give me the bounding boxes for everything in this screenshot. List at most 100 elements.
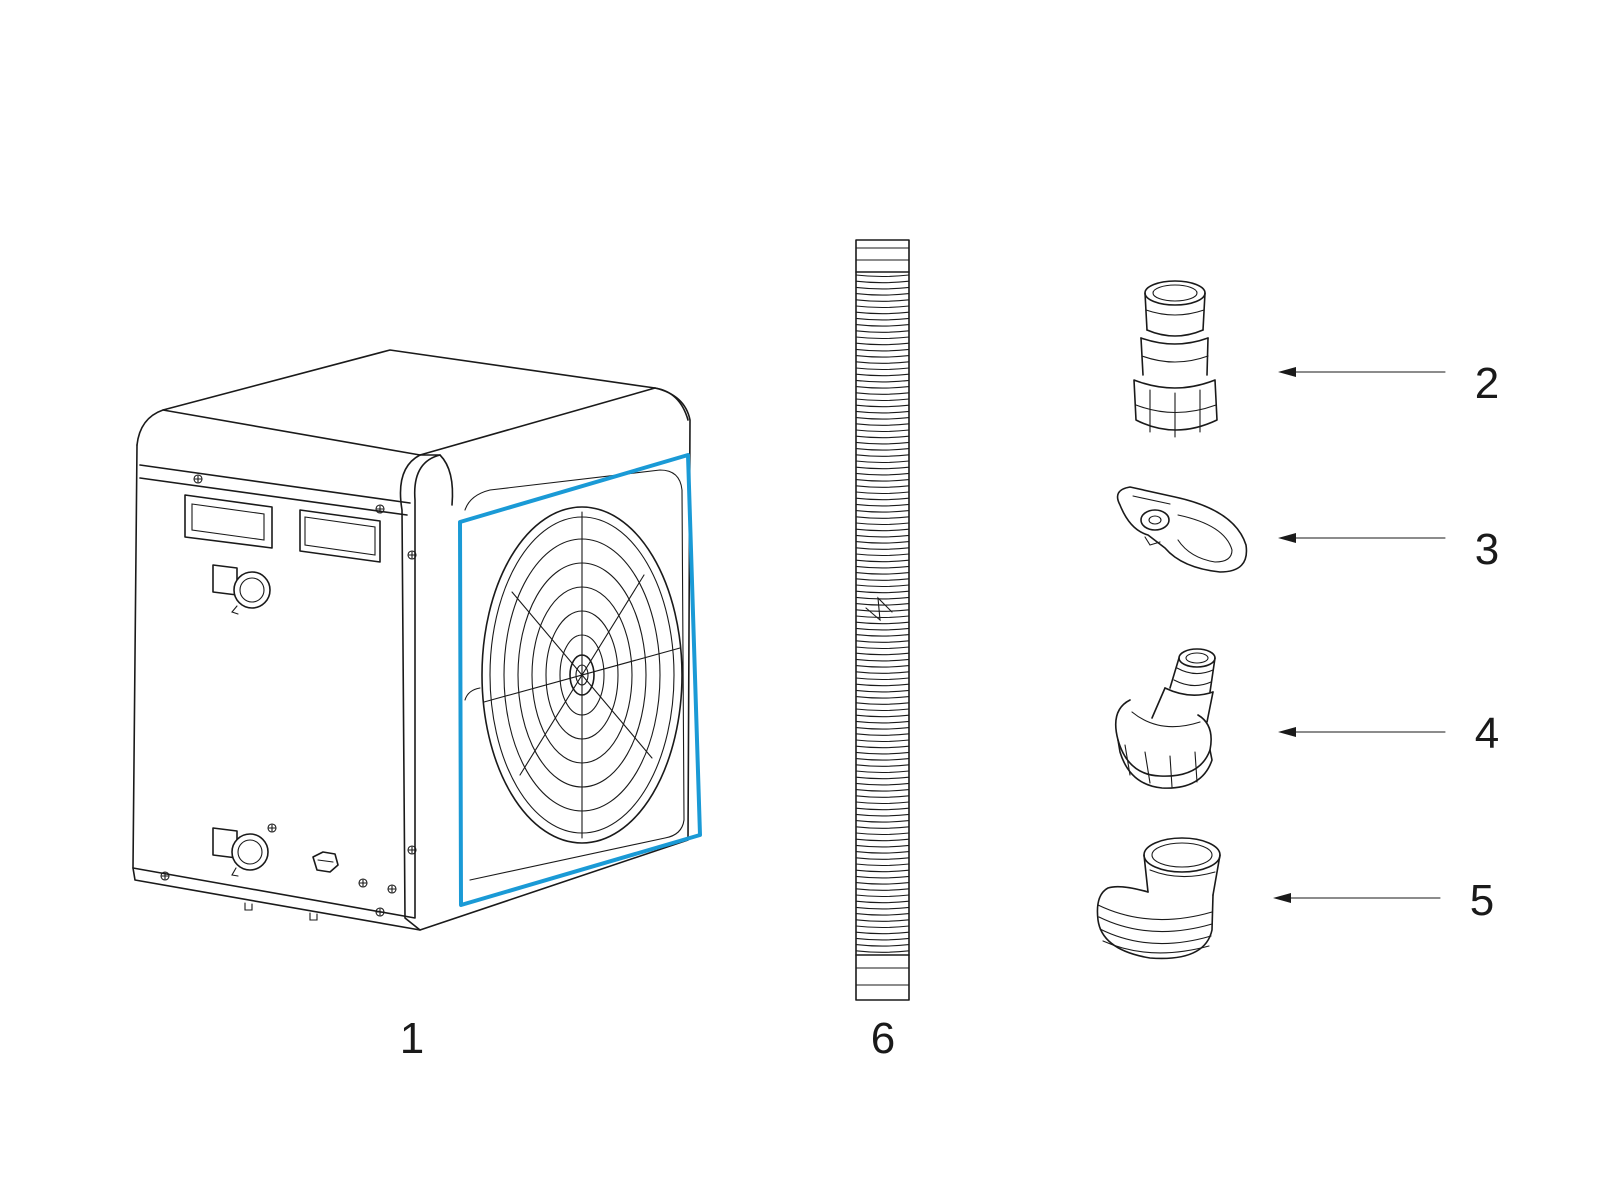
- fan-panel-highlight: [458, 453, 702, 907]
- callout-arrows: [1273, 367, 1446, 903]
- hose-rib: [855, 634, 910, 637]
- hose-rib: [855, 311, 910, 315]
- hose-rib: [855, 758, 910, 761]
- hose-rib: [855, 782, 910, 786]
- hose-rib: [855, 826, 910, 829]
- hose-rib: [855, 801, 910, 805]
- hose-rib: [855, 572, 910, 575]
- hose-rib: [855, 392, 910, 395]
- heat-pump-unit: [132, 349, 702, 931]
- hose-rib: [855, 373, 910, 377]
- hose-rib: [855, 286, 910, 290]
- hose-rib: [855, 435, 910, 439]
- hose-rib: [855, 355, 910, 358]
- hose-rib: [855, 857, 910, 860]
- hose-rib: [855, 919, 910, 922]
- hose-rib: [855, 379, 910, 383]
- hose-rib: [855, 565, 910, 569]
- hose-rib: [855, 931, 910, 935]
- hose-rib: [855, 330, 910, 333]
- hose-rib: [855, 739, 910, 743]
- hose-rib: [855, 510, 910, 513]
- hose-rib: [855, 882, 910, 885]
- hose-rib: [855, 497, 910, 501]
- hose-rib: [855, 621, 910, 625]
- hose-rib: [855, 324, 910, 327]
- hose-rib: [855, 485, 910, 488]
- hose-rib: [855, 448, 910, 451]
- hose-rib: [855, 925, 910, 929]
- hose-rib: [855, 274, 910, 278]
- hose-rib: [855, 807, 910, 811]
- hose-rib: [855, 541, 910, 544]
- hose-rib: [855, 745, 910, 749]
- hose-rib: [855, 894, 910, 898]
- hose-rib: [855, 751, 910, 755]
- hose-rib: [855, 547, 910, 550]
- hose-rib: [855, 640, 910, 643]
- callout-2: 2: [1475, 359, 1499, 408]
- hose-rib: [855, 386, 910, 389]
- hose-rib: [855, 516, 910, 519]
- hose-rib: [855, 423, 910, 426]
- hose-rib: [855, 590, 910, 594]
- callout-3: 3: [1475, 525, 1499, 574]
- hose-rib: [855, 361, 910, 364]
- hose-rib: [855, 813, 910, 817]
- hose-rib: [855, 832, 910, 836]
- hose-rib: [855, 900, 910, 904]
- hose-rib: [855, 367, 910, 371]
- hose-rib: [855, 596, 910, 600]
- hose-rib: [855, 534, 910, 538]
- callout-5: 5: [1470, 876, 1494, 925]
- hose-rib: [855, 348, 910, 352]
- hose-rib: [855, 404, 910, 408]
- hose-rib: [855, 727, 910, 730]
- hose-rib: [855, 441, 910, 445]
- hose-rib: [855, 491, 910, 495]
- hose-rib: [855, 603, 910, 606]
- hose-rib: [855, 665, 910, 668]
- hose-rib: [855, 875, 910, 879]
- hose-rib: [855, 646, 910, 650]
- hose-rib: [855, 584, 910, 588]
- hose-rib: [855, 280, 910, 284]
- hose-adapter-c: [1096, 837, 1221, 960]
- hose-rib: [855, 503, 910, 507]
- hose-clamp: [1116, 486, 1248, 573]
- hose-rib: [855, 417, 910, 420]
- hose-rib: [855, 838, 910, 842]
- hose-rib: [855, 479, 910, 482]
- hose-rib: [855, 559, 910, 563]
- hose-rib: [855, 671, 910, 674]
- hose-rib: [855, 460, 910, 464]
- hose-rib: [855, 677, 910, 681]
- callout-4: 4: [1475, 709, 1499, 758]
- hose-rib: [855, 429, 910, 433]
- hose-rib: [855, 696, 910, 699]
- hose-rib: [855, 336, 910, 340]
- hose-rib: [855, 609, 910, 612]
- hose-rib: [855, 299, 910, 302]
- hose-rib: [855, 342, 910, 346]
- hose-rib: [855, 454, 910, 457]
- hose-rib: [855, 944, 910, 947]
- hose-rib: [855, 863, 910, 867]
- fan-grille: [481, 506, 683, 844]
- hose-rib: [855, 317, 910, 321]
- hose-rib: [855, 789, 910, 792]
- hose-rib: [855, 913, 910, 916]
- hose-adapter-b: [1114, 648, 1216, 789]
- hose-rib: [855, 578, 910, 581]
- hose-rib: [855, 733, 910, 736]
- hose-rib: [855, 398, 910, 402]
- corrugated-hose: [855, 239, 910, 1001]
- hose-adapter-a: [1133, 280, 1218, 438]
- hose-rib: [855, 708, 910, 712]
- hose-rib: [855, 293, 910, 296]
- hose-rib: [855, 689, 910, 693]
- hose-rib: [855, 714, 910, 718]
- hose-rib: [855, 410, 910, 414]
- hose-rib: [855, 844, 910, 848]
